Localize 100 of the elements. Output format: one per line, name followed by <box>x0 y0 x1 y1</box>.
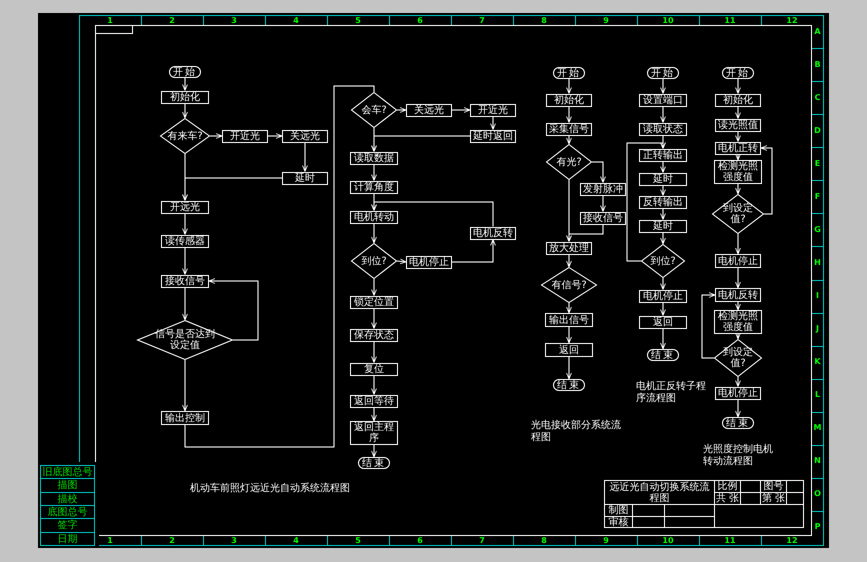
zone-number: 11 <box>723 537 737 545</box>
process-box: 延时 <box>639 220 687 232</box>
flow-arrow <box>660 208 666 220</box>
flow-arrow <box>600 195 606 212</box>
title-block-label: 图号 <box>762 481 784 492</box>
terminator-shape: 开始 <box>553 67 585 79</box>
flow-arrow <box>371 407 377 422</box>
flow-arrow <box>371 341 377 363</box>
process-box: 返回 <box>545 343 593 357</box>
flow-arrow <box>371 202 494 227</box>
flow-arrow <box>660 161 666 173</box>
zone-letter: N <box>813 457 822 466</box>
flow-arrow <box>182 213 188 235</box>
revision-label: 描图 <box>56 479 78 491</box>
flow-arrow <box>660 78 666 94</box>
flow-arrow <box>592 162 606 183</box>
flow-arrow <box>396 258 406 264</box>
process-box: 接收信号 <box>580 212 626 224</box>
process-box: 返回 <box>639 316 687 328</box>
process-box: 电机反转 <box>470 226 516 240</box>
zone-number: 7 <box>478 16 486 24</box>
process-box: 关远光 <box>406 104 452 116</box>
process-box: 电机停止 <box>715 386 761 400</box>
zone-number: 4 <box>292 537 300 545</box>
zone-letter: D <box>813 126 822 135</box>
zone-number: 1 <box>106 16 114 24</box>
zone-letter: B <box>813 60 822 69</box>
process-box: 锁定位置 <box>350 296 398 308</box>
process-box: 初始化 <box>715 94 761 106</box>
process-box: 电机正转 <box>715 142 761 154</box>
revision-label: 日期 <box>56 533 78 545</box>
zone-letter: F <box>814 192 822 201</box>
flow-arrow <box>735 131 741 142</box>
revision-label: 底图总号 <box>46 506 88 518</box>
flow-arrow <box>302 142 308 172</box>
zone-number: 5 <box>354 537 362 545</box>
flow-arrow <box>452 107 470 113</box>
flow-arrow <box>566 106 572 123</box>
process-box: 设置端口 <box>639 94 687 106</box>
flow-arrow <box>566 326 572 344</box>
process-box: 输出信号 <box>545 313 593 327</box>
flow-arrow <box>210 133 222 139</box>
process-box: 开近光 <box>222 130 268 142</box>
process-box: 延时返回 <box>470 130 516 142</box>
process-box: 读取数据 <box>350 152 398 164</box>
revision-label: 签字 <box>56 519 78 531</box>
flow-arrow <box>490 116 496 130</box>
process-box: 电机转动 <box>350 210 398 224</box>
flow-arrow <box>452 239 496 262</box>
zone-number: 5 <box>354 16 362 24</box>
flow-arrow <box>371 308 377 329</box>
flow-arrow <box>396 107 406 113</box>
title-block-label: 比例 <box>716 481 738 492</box>
flow-arrow <box>182 287 188 320</box>
zone-number: 3 <box>230 537 238 545</box>
flow-arrow <box>660 106 666 123</box>
zone-letter: L <box>814 391 822 400</box>
process-box: 计算角度 <box>350 180 398 194</box>
flow-arrow <box>371 223 377 244</box>
zone-number: 8 <box>540 537 548 545</box>
process-box: 检测光照强度值 <box>714 310 762 334</box>
flow-line <box>184 86 374 448</box>
flow-arrow <box>660 185 666 196</box>
process-box: 返回主程序 <box>350 421 398 445</box>
decision-diamond: 有来车? <box>160 118 210 154</box>
process-box: 开近光 <box>470 104 516 116</box>
flow-arrow <box>626 142 666 262</box>
process-box: 读传感器 <box>161 234 209 248</box>
process-box: 读取状态 <box>639 122 687 136</box>
title-block-label: 制图 <box>608 505 630 516</box>
zone-number: 1 <box>106 537 114 545</box>
zone-number: 12 <box>785 537 799 545</box>
process-box: 复位 <box>350 362 398 376</box>
terminator-shape: 结束 <box>358 457 390 469</box>
flow-arrow <box>182 360 188 412</box>
process-box: 延时 <box>639 172 687 186</box>
flow-arrow <box>735 78 741 94</box>
process-box: 接收信号 <box>161 274 209 288</box>
decision-diamond: 到设定值? <box>712 194 764 234</box>
zone-number: 10 <box>661 16 675 24</box>
flow-arrow <box>735 376 741 387</box>
flow-arrow <box>660 302 666 316</box>
flow-arrow <box>371 444 377 458</box>
zone-number: 10 <box>661 537 675 545</box>
flow-arrow <box>566 78 572 94</box>
flow-arrow <box>735 184 741 194</box>
process-box: 电机停止 <box>406 256 452 268</box>
zone-number: 2 <box>168 537 176 545</box>
process-box: 电机反转 <box>715 288 761 302</box>
flow-arrow <box>371 128 377 152</box>
terminator-shape: 开始 <box>722 67 754 79</box>
flow-arrow <box>735 234 741 254</box>
zone-letter: K <box>813 358 822 366</box>
title-block-label: 共 张 <box>715 493 740 504</box>
flow-arrow <box>735 302 741 310</box>
process-box: 电机停止 <box>715 254 761 268</box>
flow-arrow <box>371 375 377 395</box>
zone-number: 3 <box>230 16 238 24</box>
zone-number: 9 <box>602 16 610 24</box>
process-box: 发射脉冲 <box>580 182 626 196</box>
